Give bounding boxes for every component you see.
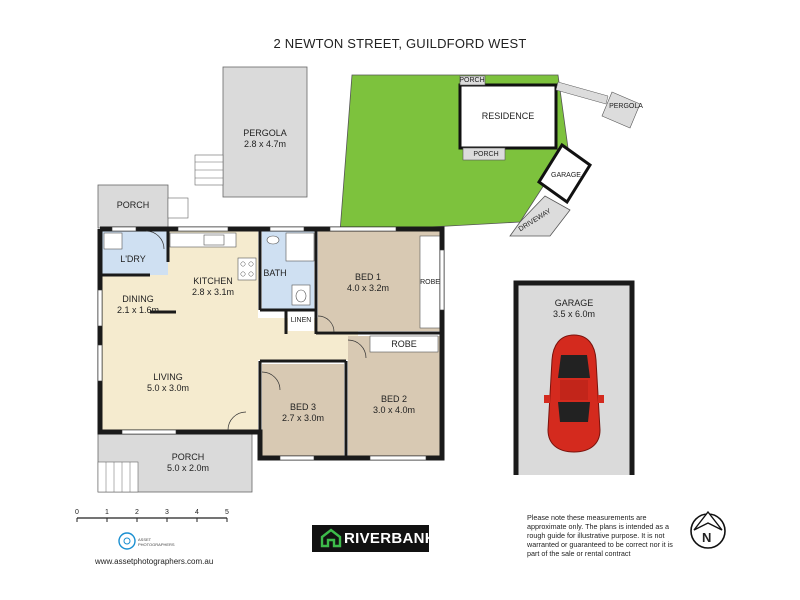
site-path	[555, 81, 609, 105]
photographer-name: ASSET PHOTOGRAPHERS	[138, 537, 175, 547]
site-garage-label: GARAGE	[551, 172, 581, 179]
site-pergola-label: PERGOLA	[609, 103, 643, 110]
site-porch-top	[459, 75, 486, 86]
scale-tick-3: 3	[165, 509, 169, 516]
porch-rear-area	[97, 184, 169, 229]
bed2-floor	[348, 336, 440, 456]
agency-logo: RIVERBANK	[312, 525, 436, 552]
scale-tick-4: 4	[195, 509, 199, 516]
photographer-logo-icon	[118, 532, 136, 550]
scale-bar	[76, 517, 228, 522]
agency-name: RIVERBANK	[344, 530, 436, 547]
site-plan	[339, 74, 641, 237]
pergola-area	[222, 66, 308, 198]
compass-label: N	[702, 530, 712, 545]
house-icon	[320, 528, 342, 548]
site-garage	[536, 142, 593, 205]
site-porch-top-label: PORCH	[459, 77, 485, 84]
laundry-label: L'DRY	[120, 254, 146, 264]
plan-title: 2 NEWTON STREET, GUILDFORD WEST	[273, 36, 527, 51]
porch-rear-label: PORCH	[116, 200, 150, 210]
disclaimer-text: Please note these measurements are appro…	[527, 513, 673, 558]
dining-living-floor	[102, 275, 258, 430]
linen-label: LINEN	[290, 317, 312, 324]
robe1-label: ROBE	[420, 279, 440, 286]
site-driveway	[509, 195, 571, 237]
north-compass-icon	[690, 510, 726, 549]
car-image	[544, 334, 604, 453]
scale-tick-1: 1	[105, 509, 109, 516]
scale-tick-2: 2	[135, 509, 139, 516]
scale-tick-5: 5	[225, 509, 229, 516]
linen-floor	[288, 311, 314, 331]
bed3-floor	[262, 364, 344, 456]
photographer-website: www.assetphotographers.com.au	[95, 557, 214, 566]
site-pergola	[601, 91, 641, 129]
site-porch-bottom-label: PORCH	[473, 151, 499, 158]
site-porch-bottom	[462, 147, 506, 161]
site-residence	[458, 83, 558, 150]
scale-tick-0: 0	[75, 509, 79, 516]
site-residence-label: RESIDENCE	[481, 111, 535, 121]
bath-label: BATH	[263, 268, 287, 278]
robe2-label: ROBE	[391, 339, 417, 349]
bed1-floor	[318, 231, 440, 331]
main-floor	[76, 66, 726, 550]
